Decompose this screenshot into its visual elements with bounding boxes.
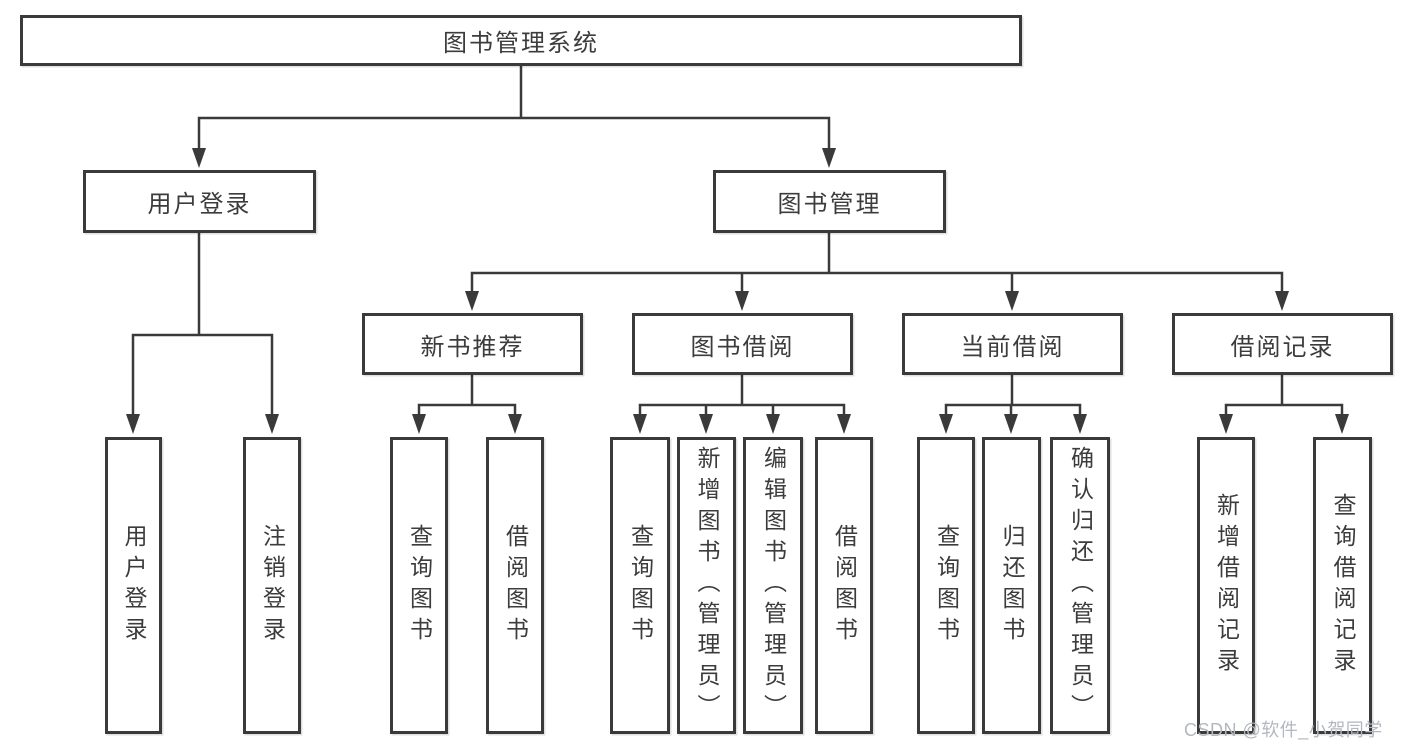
connector-new-book-group bbox=[417, 373, 517, 418]
connector-user-login-group bbox=[131, 231, 274, 418]
arrowhead bbox=[1335, 414, 1349, 434]
leaf-logout-login-label: 注销登录 bbox=[259, 523, 286, 648]
leaf-borrow-borrow-books: 借阅图书 bbox=[815, 437, 873, 734]
arrowhead bbox=[766, 414, 780, 434]
leaf-user-login: 用户登录 bbox=[105, 437, 162, 734]
leaf-current-return-books: 归还图书 bbox=[982, 437, 1041, 734]
leaf-borrow-edit-books-admin-label: 编辑图书（管理员） bbox=[760, 446, 787, 725]
leaf-recommend-query-books: 查询图书 bbox=[390, 437, 448, 734]
node-book-borrow: 图书借阅 bbox=[632, 313, 853, 375]
connector-current-borrow-group bbox=[944, 373, 1082, 418]
leaf-recommend-borrow-books-label: 借阅图书 bbox=[502, 523, 529, 648]
connector-book-borrow-group bbox=[638, 373, 846, 418]
arrowhead bbox=[633, 414, 647, 434]
leaf-borrow-borrow-books-label: 借阅图书 bbox=[831, 523, 858, 648]
leaf-recommend-borrow-books: 借阅图书 bbox=[486, 437, 544, 734]
leaf-records-add-record: 新增借阅记录 bbox=[1197, 437, 1255, 734]
leaf-borrow-edit-books-admin: 编辑图书（管理员） bbox=[743, 437, 803, 734]
connector-root bbox=[197, 64, 831, 152]
node-user-login: 用户登录 bbox=[83, 170, 316, 233]
arrowhead bbox=[412, 414, 426, 434]
arrowhead bbox=[1005, 291, 1019, 311]
arrowhead bbox=[465, 291, 479, 311]
leaf-current-confirm-return-admin: 确认归还（管理员） bbox=[1050, 437, 1110, 734]
leaf-records-query-record-label: 查询借阅记录 bbox=[1330, 492, 1356, 679]
leaf-current-confirm-return-admin-label: 确认归还（管理员） bbox=[1067, 446, 1094, 725]
arrowhead bbox=[1004, 414, 1018, 434]
arrowhead bbox=[735, 291, 749, 311]
arrowhead bbox=[126, 414, 140, 434]
leaf-records-query-record: 查询借阅记录 bbox=[1313, 437, 1372, 734]
node-current-borrow: 当前借阅 bbox=[902, 313, 1123, 375]
leaf-recommend-query-books-label: 查询图书 bbox=[406, 523, 433, 648]
node-new-book-recommend: 新书推荐 bbox=[362, 313, 583, 375]
arrowhead bbox=[699, 414, 713, 434]
leaf-records-add-record-label: 新增借阅记录 bbox=[1213, 492, 1240, 679]
leaf-borrow-query-books: 查询图书 bbox=[610, 437, 670, 734]
connector-borrow-records-group bbox=[1224, 373, 1344, 418]
node-library-system: 图书管理系统 bbox=[20, 15, 1022, 66]
arrowhead bbox=[822, 148, 836, 168]
arrowhead bbox=[265, 414, 279, 434]
leaf-current-return-books-label: 归还图书 bbox=[999, 523, 1025, 648]
leaf-borrow-query-books-label: 查询图书 bbox=[627, 523, 654, 648]
leaf-logout-login: 注销登录 bbox=[243, 437, 301, 734]
node-book-management: 图书管理 bbox=[713, 170, 946, 233]
leaf-current-query-books: 查询图书 bbox=[917, 437, 975, 734]
watermark: CSDN @软件_小贺同学 bbox=[1184, 720, 1383, 740]
arrowhead bbox=[1219, 414, 1233, 434]
leaf-user-login-label: 用户登录 bbox=[121, 523, 147, 648]
leaf-current-query-books-label: 查询图书 bbox=[933, 523, 960, 648]
arrowhead bbox=[1073, 414, 1087, 434]
leaf-borrow-add-books-admin-label: 新增图书（管理员） bbox=[694, 446, 720, 725]
node-borrow-records: 借阅记录 bbox=[1172, 313, 1393, 375]
arrowhead bbox=[939, 414, 953, 434]
arrowhead bbox=[192, 148, 206, 168]
arrowhead bbox=[837, 414, 851, 434]
arrowhead bbox=[508, 414, 522, 434]
leaf-borrow-add-books-admin: 新增图书（管理员） bbox=[677, 437, 736, 734]
arrowhead bbox=[1275, 291, 1289, 311]
connector-book-management-group bbox=[470, 231, 1284, 295]
